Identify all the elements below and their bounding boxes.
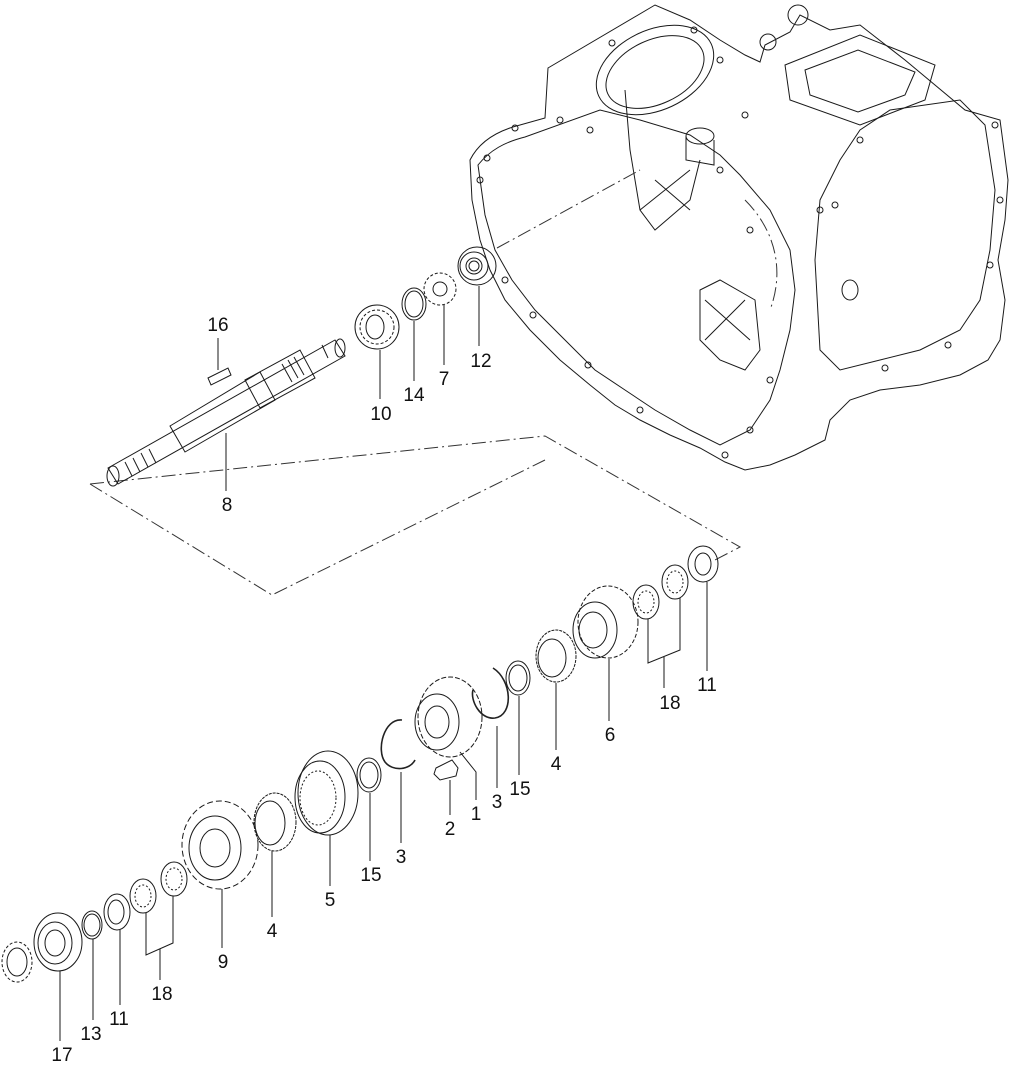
callout-6: 6: [604, 725, 616, 746]
callout-12: 12: [470, 351, 492, 372]
callout-7: 7: [438, 369, 450, 390]
spring-3-upper: [471, 667, 510, 719]
washer-11-upper: [687, 545, 719, 583]
hub-1: [414, 676, 483, 758]
countershaft: [106, 338, 346, 487]
snap-ring-14: [401, 287, 427, 321]
callout-3-lower: 3: [395, 847, 407, 868]
washer-11-lower: [103, 893, 131, 931]
sync-ring-4-lower: [253, 792, 297, 852]
snap-ring-15-lower: [356, 757, 382, 793]
gear-9: [181, 800, 259, 890]
callout-16: 16: [207, 315, 229, 336]
gear-10: [354, 304, 400, 350]
callout-11-lower: 11: [109, 1009, 129, 1030]
needle-bearings-18-lower: [129, 861, 188, 914]
leader-lines: [59, 286, 708, 1041]
gear-7: [423, 272, 457, 306]
callout-10: 10: [370, 404, 392, 425]
callout-15-upper: 15: [509, 779, 531, 800]
key-part-2: [433, 759, 459, 781]
callout-5: 5: [324, 890, 336, 911]
sync-ring-4-upper: [535, 629, 577, 683]
gear-6: [572, 585, 639, 659]
sleeve-5: [294, 750, 359, 836]
shaft-centerline-upper: [496, 169, 641, 249]
callout-13: 13: [80, 1024, 102, 1045]
bearing-12: [457, 246, 497, 286]
bearing-17: [33, 912, 83, 972]
callout-2: 2: [444, 819, 456, 840]
callout-8: 8: [221, 495, 233, 516]
transmission-case: [469, 4, 1009, 471]
seal-end: [1, 941, 33, 983]
callout-11-upper: 11: [697, 675, 717, 696]
callout-14: 14: [403, 385, 425, 406]
callout-4-lower: 4: [266, 921, 278, 942]
callout-4-upper: 4: [550, 754, 562, 775]
callout-17: 17: [51, 1045, 73, 1066]
callout-1: 1: [470, 804, 482, 825]
key-part-16: [207, 367, 232, 386]
callout-15-lower: 15: [360, 865, 382, 886]
snap-ring-15-upper: [505, 660, 531, 696]
assembly-boundary: [89, 435, 742, 596]
callout-3-upper: 3: [491, 792, 503, 813]
callout-9: 9: [217, 952, 229, 973]
snap-ring-13: [81, 910, 103, 940]
callout-18-upper: 18: [659, 693, 681, 714]
callout-18-lower: 18: [151, 984, 173, 1005]
spring-3-lower: [380, 719, 416, 770]
